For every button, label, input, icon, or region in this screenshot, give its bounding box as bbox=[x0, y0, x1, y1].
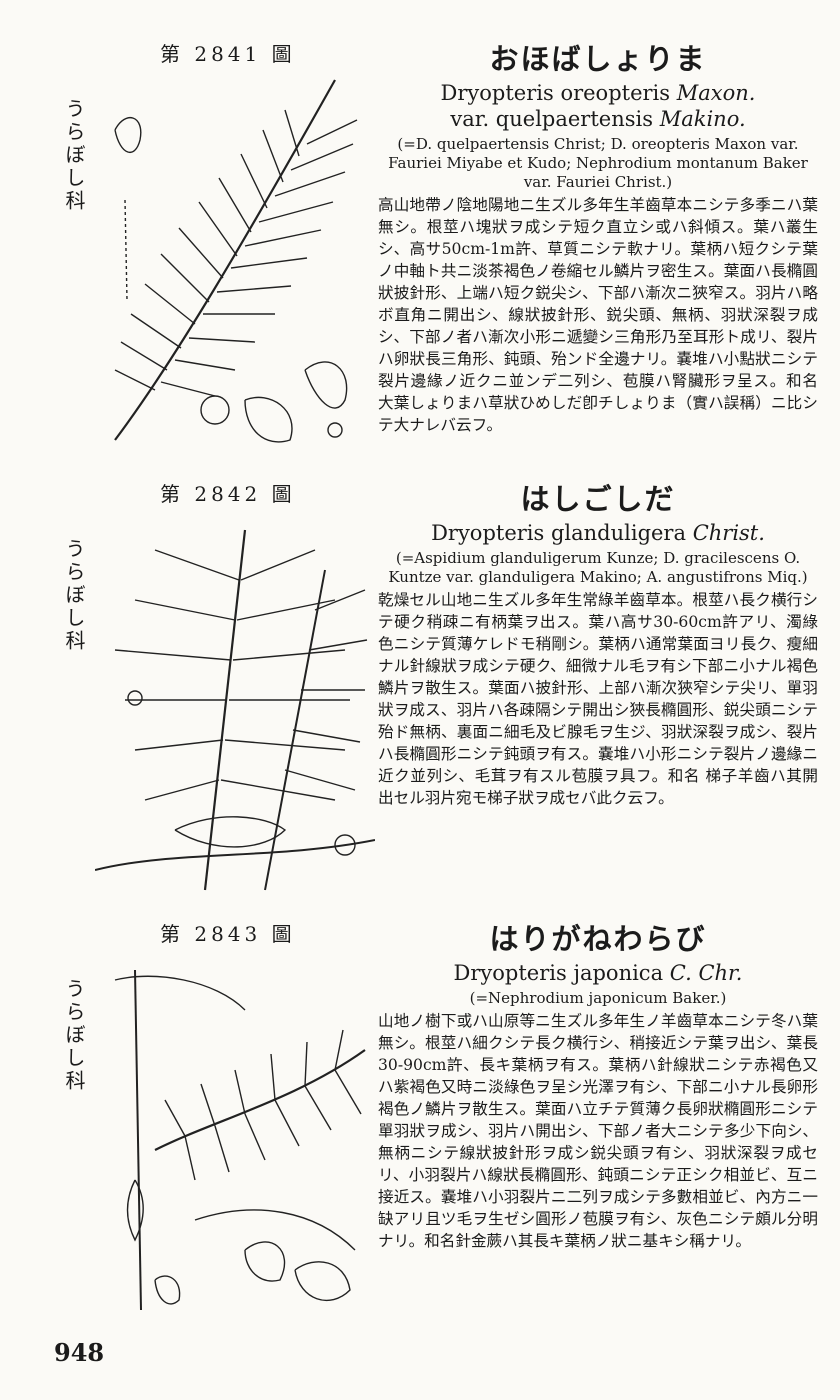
latin-binomial: Dryopteris glanduligera bbox=[431, 521, 686, 545]
figure-number: 第 2843 圖 bbox=[160, 922, 296, 946]
entry-2842: 第 2842 圖 うらぼし科 はしごしだ Dryopteris glanduli… bbox=[0, 470, 840, 910]
fern-illustration bbox=[94, 510, 376, 895]
latin-name: Dryopteris glanduligera Christ. bbox=[378, 520, 818, 546]
family-label: うらぼし科 bbox=[62, 538, 86, 653]
latin-variety-author: Makino. bbox=[659, 107, 746, 131]
fern-illustration bbox=[95, 70, 375, 455]
latin-binomial: Dryopteris japonica bbox=[453, 961, 664, 985]
latin-variety-name: var. quelpaertensis bbox=[450, 107, 654, 131]
japanese-name: はりがねわらび bbox=[489, 922, 707, 956]
entry-2843: 第 2843 圖 うらぼし科 はりがねわらび Dryopteris japoni… bbox=[0, 910, 840, 1330]
fern-illustration bbox=[95, 950, 375, 1335]
latin-binomial: Dryopteris oreopteris bbox=[440, 81, 671, 105]
description: 高山地帶ノ陰地陽地ニ生ズル多年生羊齒草本ニシテ多季ニハ葉無シ。根莖ハ塊狀ヲ成シテ… bbox=[378, 196, 818, 434]
entry-text: はりがねわらび Dryopteris japonica C. Chr. (=Ne… bbox=[378, 916, 818, 1252]
latin-variety: var. quelpaertensis Makino. bbox=[378, 106, 818, 132]
entry-2841: 第 2841 圖 うらぼし科 bbox=[0, 30, 840, 460]
latin-name: Dryopteris japonica C. Chr. bbox=[378, 960, 818, 986]
synonyms: (=D. quelpaertensis Christ; D. oreopteri… bbox=[388, 135, 808, 191]
latin-author: Christ. bbox=[692, 521, 765, 545]
description: 山地ノ樹下或ハ山原等ニ生ズル多年生ノ羊齒草本ニシテ冬ハ葉無シ。根莖ハ細クシテ長ク… bbox=[378, 1012, 818, 1250]
fern-plate-1 bbox=[114, 79, 358, 443]
fern-plate-2 bbox=[94, 529, 376, 891]
figure-number: 第 2841 圖 bbox=[160, 42, 296, 66]
latin-name: Dryopteris oreopteris Maxon. bbox=[378, 80, 818, 106]
figure-number: 第 2842 圖 bbox=[160, 482, 296, 506]
page-number: 948 bbox=[54, 1338, 105, 1367]
synonyms: (=Nephrodium japonicum Baker.) bbox=[469, 989, 727, 1007]
description: 乾燥セル山地ニ生ズル多年生常綠羊齒草本。根莖ハ長ク横行シテ硬ク稍疎ニ有柄葉ヲ出ス… bbox=[378, 591, 818, 807]
synonyms: (=Aspidium glanduligerum Kunze; D. graci… bbox=[388, 549, 808, 586]
japanese-name: はしごしだ bbox=[520, 482, 676, 516]
japanese-name: おほばしょりま bbox=[489, 42, 707, 76]
family-label: うらぼし科 bbox=[62, 978, 86, 1093]
entry-text: はしごしだ Dryopteris glanduligera Christ. (=… bbox=[378, 476, 818, 809]
fern-plate-3 bbox=[114, 969, 366, 1311]
latin-author: C. Chr. bbox=[669, 961, 743, 985]
entry-text: おほばしょりま Dryopteris oreopteris Maxon. var… bbox=[378, 36, 818, 436]
latin-author: Maxon. bbox=[676, 81, 756, 105]
family-label: うらぼし科 bbox=[62, 98, 86, 213]
